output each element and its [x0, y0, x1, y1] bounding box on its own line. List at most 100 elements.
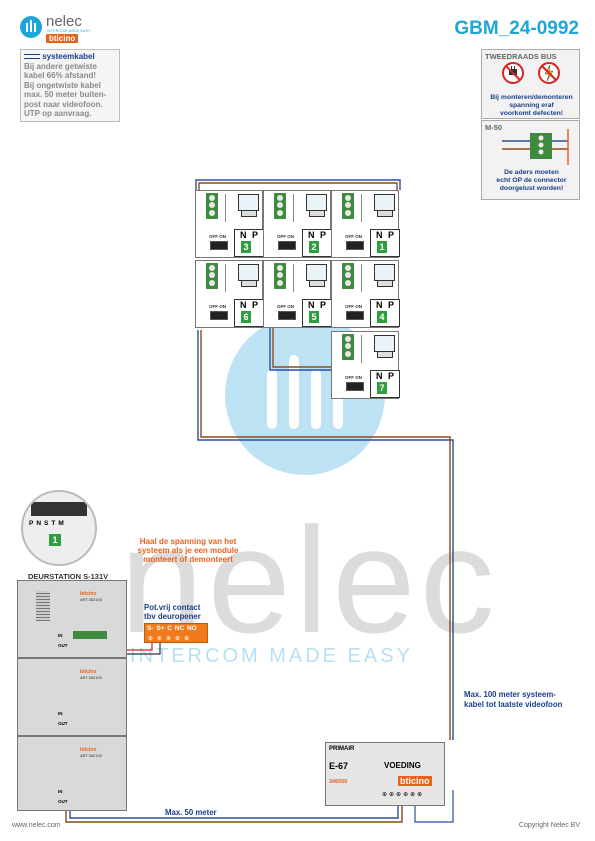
- p-label: P: [252, 300, 259, 310]
- door-module-top[interactable]: bticino ART.352100 IN OUT: [17, 580, 127, 658]
- p-label: P: [388, 300, 395, 310]
- cable-note-line: Bij andere getwiste: [24, 61, 97, 71]
- in-label: IN: [58, 633, 63, 638]
- terminal-block-icon: [274, 193, 286, 219]
- dip-switch[interactable]: [210, 241, 228, 250]
- n-label: N: [240, 230, 247, 240]
- door-station-label: DEURSTATION S-131V: [28, 572, 109, 581]
- no-plug-icon: [502, 62, 524, 84]
- power-supply[interactable]: PRIMAIR E-67 VOEDING 346050 bticino ⊕⊕⊕⊕…: [325, 742, 445, 806]
- relay-terminals: S- S+ C NC NO: [147, 625, 197, 632]
- zoom-label: T: [51, 520, 59, 527]
- n-label: N: [376, 300, 383, 310]
- monitor-icon: [238, 264, 259, 281]
- nelec-logo-icon: [20, 16, 42, 38]
- monitor-icon: [306, 194, 327, 211]
- zoom-address-badge: 1: [49, 534, 61, 546]
- cable-note-line: post naar videofoon.: [24, 99, 103, 109]
- bus-note-line: spanning eraf: [509, 102, 554, 109]
- n-label: N: [376, 230, 383, 240]
- m50-note: De aders moeten echt OP de connector doo…: [482, 169, 581, 193]
- dip-label: OFF ON: [277, 304, 294, 309]
- max50-label: Max. 50 meter: [165, 808, 217, 817]
- dip-zoom-circle: PNSTM 1: [21, 490, 97, 566]
- relay-title-line: tbv deuropener: [144, 612, 201, 621]
- relay-terminal: S+: [156, 625, 165, 632]
- out-label: OUT: [58, 799, 68, 804]
- cable-note-line: UTP op aanvraag.: [24, 109, 92, 118]
- watermark-bars-icon: [267, 355, 343, 435]
- zoom-label: S: [44, 520, 52, 527]
- dip-label: OFF ON: [209, 304, 226, 309]
- brand-name: nelec: [46, 13, 82, 30]
- dip-switch[interactable]: [278, 311, 296, 320]
- p-label: P: [252, 230, 259, 240]
- n-label: N: [240, 300, 247, 310]
- watermark-tagline: INTERCOM MADE EASY: [130, 645, 413, 667]
- dip-label: OFF ON: [277, 234, 294, 239]
- psu-primary-label: PRIMAIR: [329, 746, 355, 752]
- terminal-block-icon: [342, 263, 354, 289]
- max100-label: Max. 100 meter systeem- kabel tot laatst…: [464, 690, 562, 710]
- dip-label: OFF ON: [209, 234, 226, 239]
- dip-switch[interactable]: [210, 311, 228, 320]
- warning-line: monteert of demonteert: [143, 555, 233, 564]
- module-brand: bticino: [80, 747, 97, 753]
- cable-note-line: kabel 66% afstand!: [24, 71, 97, 80]
- dip-switch[interactable]: [346, 311, 364, 320]
- m50-note-line: doorgelust worden!: [499, 185, 564, 192]
- psu-name: VOEDING: [384, 761, 421, 770]
- address-badge: 3: [241, 241, 251, 253]
- relay-terminal: S-: [147, 625, 154, 632]
- zoom-terminal-labels: PNSTM: [29, 520, 67, 527]
- monitor-icon: [374, 335, 395, 352]
- cable-note-title-row: systeemkabel: [24, 52, 116, 62]
- speaker-grille-icon: [36, 591, 50, 621]
- warning-line: systeem als je een module: [137, 546, 239, 555]
- connector-icon: [502, 129, 569, 165]
- dip-switch[interactable]: [346, 382, 364, 391]
- relay-title-line: Pot.vrij contact: [144, 603, 201, 612]
- relay-title: Pot.vrij contact tbv deuropener: [144, 603, 201, 621]
- dip-switch[interactable]: [278, 241, 296, 250]
- zoom-label: N: [36, 520, 45, 527]
- address-badge: 4: [377, 311, 387, 323]
- psu-code: 346050: [329, 779, 348, 785]
- bus-warning-box: TWEEDRAADS BUS Bij monteren/demonteren s…: [481, 49, 580, 119]
- max100-line: kabel tot laatste videofoon: [464, 700, 563, 709]
- module-code: ART.352100: [80, 753, 102, 758]
- warning-line: Haal de spanning van het: [139, 537, 237, 546]
- module-code: ART.352100: [80, 597, 102, 602]
- m50-box: M-50 De aders moeten echt OP de connecto…: [481, 120, 580, 200]
- no-power-icon: [538, 62, 560, 84]
- cable-note-line: max. 50 meter buiten-: [24, 90, 107, 99]
- door-terminal-block-icon: [73, 631, 107, 639]
- monitor-icon: [374, 194, 395, 211]
- relay-module[interactable]: S- S+ C NC NO ⊕⊕⊕⊕⊕: [144, 623, 208, 643]
- zoom-dip-switch: [31, 502, 87, 516]
- terminal-block-icon: [206, 193, 218, 219]
- door-module-middle[interactable]: bticino ART.352100 IN OUT: [17, 658, 127, 736]
- terminal-block-icon: [206, 263, 218, 289]
- dip-switch[interactable]: [346, 241, 364, 250]
- out-label: OUT: [58, 721, 68, 726]
- door-module-bottom[interactable]: bticino ART.352100 IN OUT: [17, 736, 127, 811]
- monitor-icon: [374, 264, 395, 281]
- footer-website[interactable]: www.nelec.com: [12, 822, 61, 829]
- relay-screws-icon: ⊕⊕⊕⊕⊕: [148, 636, 194, 642]
- address-badge: 6: [241, 311, 251, 323]
- cable-note-line: Bij ongetwiste kabel: [24, 80, 101, 90]
- monitor-icon: [238, 194, 259, 211]
- p-label: P: [320, 300, 327, 310]
- bus-note-line: voorkomt defecten!: [499, 110, 564, 117]
- document-id: GBM_24-0992: [454, 18, 579, 39]
- cable-note: systeemkabel Bij andere getwiste kabel 6…: [20, 49, 120, 122]
- dip-label: OFF ON: [345, 304, 362, 309]
